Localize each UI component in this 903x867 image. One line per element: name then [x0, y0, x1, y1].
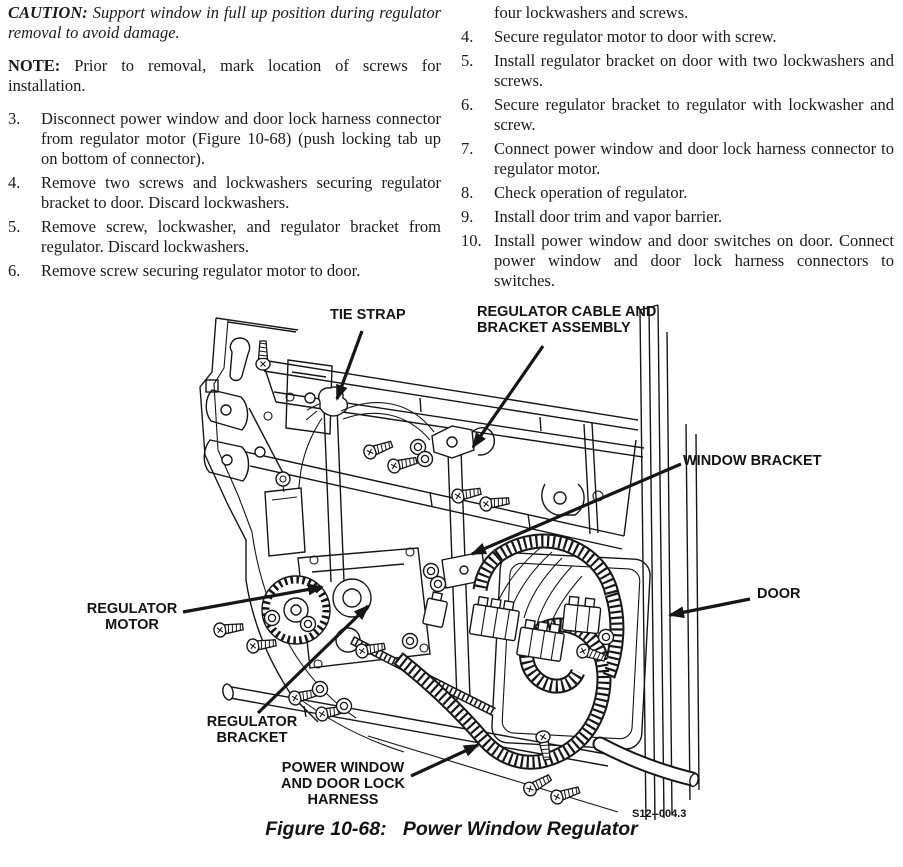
continuation-text: four lockwashers and screws. [494, 3, 689, 22]
label-regulator-bracket-line2: BRACKET [216, 730, 288, 746]
figure-part-number: S12--004.3 [632, 808, 687, 820]
harness-connector [561, 595, 602, 635]
harness-tubes [393, 533, 700, 788]
step-item: 5. Remove screw, lockwasher, and regulato… [8, 217, 441, 257]
label-regulator-motor-line1: REGULATOR [86, 601, 178, 617]
label-regulator-bracket: REGULATOR BRACKET [203, 714, 301, 746]
step-text: Install power window and door switches o… [494, 231, 894, 290]
label-tie-strap: TIE STRAP [330, 307, 406, 323]
step-number: 6. [461, 95, 474, 114]
label-harness-line3: HARNESS [307, 792, 379, 808]
label-harness: POWER WINDOW AND DOOR LOCK HARNESS [276, 760, 410, 808]
harness-connector [468, 595, 520, 642]
label-regulator-cable-line2: BRACKET ASSEMBLY [477, 320, 631, 336]
callout-arrows [182, 330, 751, 778]
step-item: 10. Install power window and door switche… [461, 231, 894, 291]
door-line-art [199, 304, 700, 821]
note-paragraph: NOTE: Prior to removal, mark location of… [8, 56, 441, 96]
column-right: four lockwashers and screws. 4. Secure re… [461, 3, 894, 295]
label-regulator-motor-line2: MOTOR [105, 617, 159, 633]
label-regulator-cable-line1: REGULATOR CABLE AND [477, 304, 657, 320]
step-text: Connect power window and door lock harne… [494, 139, 894, 178]
step-text: Remove two screws and lockwashers securi… [41, 173, 441, 212]
harness-connector [516, 618, 565, 662]
door-regulator-diagram-svg [182, 304, 751, 821]
label-harness-line2: AND DOOR LOCK [280, 776, 406, 792]
step-item: 3. Disconnect power window and door lock … [8, 109, 441, 169]
caution-paragraph: CAUTION: Support window in full up posit… [8, 3, 441, 43]
step-number: 4. [461, 27, 474, 46]
label-regulator-cable: REGULATOR CABLE AND BRACKET ASSEMBLY [477, 304, 656, 336]
step-number: 6. [8, 261, 21, 280]
step-number: 3. [8, 109, 21, 128]
label-regulator-motor: REGULATOR MOTOR [86, 601, 178, 633]
step-item: 6. Secure regulator bracket to regulator … [461, 95, 894, 135]
step-number: 4. [8, 173, 21, 192]
caution-label: CAUTION: [8, 3, 88, 22]
step-item: 4. Remove two screws and lockwashers secu… [8, 173, 441, 213]
step-number: 8. [461, 183, 474, 202]
figure: TIE STRAP REGULATOR CABLE AND BRACKET AS… [0, 298, 903, 867]
step-text: Check operation of regulator. [494, 183, 688, 202]
step-text: Install door trim and vapor barrier. [494, 207, 723, 226]
note-label: NOTE: [8, 56, 61, 75]
step-text: Secure regulator bracket to regulator wi… [494, 95, 894, 134]
harness-connector [422, 591, 448, 628]
step-text: Remove screw securing regulator motor to… [41, 261, 361, 280]
step-text: Disconnect power window and door lock ha… [41, 109, 441, 168]
column-left: CAUTION: Support window in full up posit… [8, 3, 441, 285]
step-text: Secure regulator motor to door with scre… [494, 27, 777, 46]
step-item: 9. Install door trim and vapor barrier. [461, 207, 894, 227]
figure-caption: Figure 10-68: Power Window Regulator [265, 818, 638, 840]
step-item: 4. Secure regulator motor to door with sc… [461, 27, 894, 47]
label-window-bracket: WINDOW BRACKET [683, 453, 822, 469]
step-item: 6. Remove screw securing regulator motor … [8, 261, 441, 281]
step-number: 5. [461, 51, 474, 70]
step-number: 10. [461, 231, 482, 250]
label-harness-line1: POWER WINDOW [281, 760, 405, 776]
step-text: Remove screw, lockwasher, and regulator … [41, 217, 441, 256]
step-number: 5. [8, 217, 21, 236]
step-item: 8. Check operation of regulator. [461, 183, 894, 203]
step-number: 9. [461, 207, 474, 226]
step-text: Install regulator bracket on door with t… [494, 51, 894, 90]
caution-text: Support window in full up position durin… [8, 3, 442, 42]
label-regulator-bracket-line1: REGULATOR [206, 714, 298, 730]
label-door: DOOR [757, 586, 801, 602]
step-number: 7. [461, 139, 474, 158]
step-item: 5. Install regulator bracket on door with… [461, 51, 894, 91]
note-text: Prior to removal, mark location of screw… [8, 56, 441, 95]
step-item: 7. Connect power window and door lock har… [461, 139, 894, 179]
